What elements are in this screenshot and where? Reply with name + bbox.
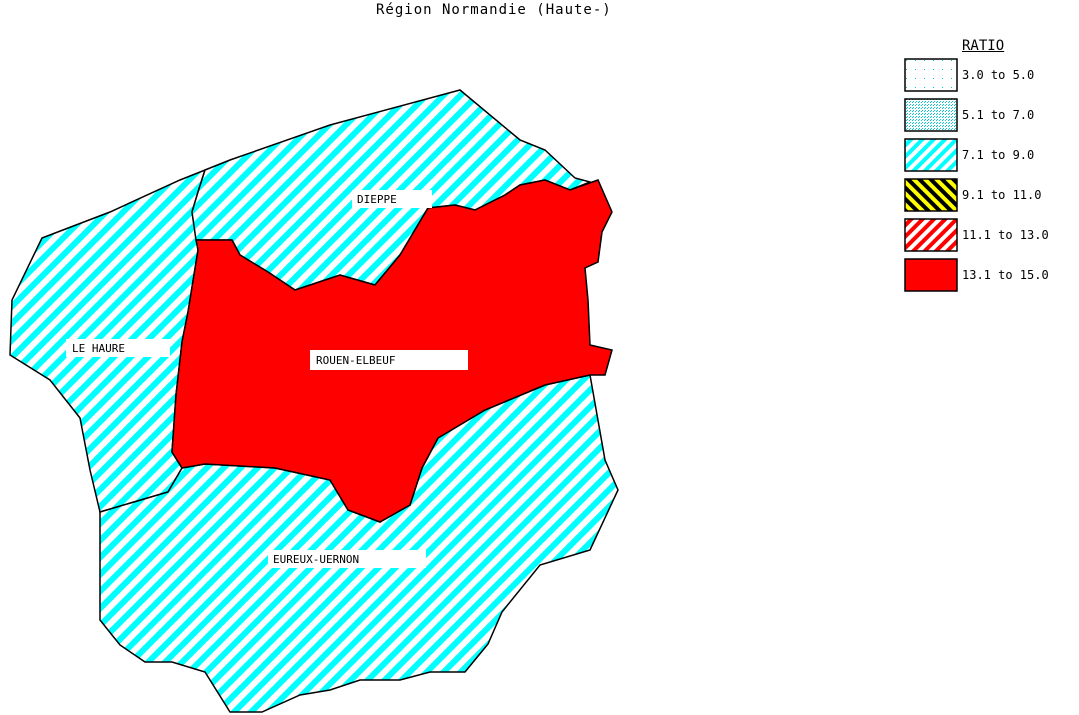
- region-label-bg: [352, 190, 432, 208]
- legend-label: 3.0 to 5.0: [962, 68, 1035, 82]
- legend-swatch: [904, 258, 958, 292]
- legend-label: 11.1 to 13.0: [962, 228, 1049, 242]
- region-label-le-havre: LE HAURE: [72, 342, 125, 355]
- legend-label: 9.1 to 11.0: [962, 188, 1042, 202]
- region-label-bg: [268, 550, 426, 568]
- legend-swatch: [904, 138, 958, 172]
- legend-label: 5.1 to 7.0: [962, 108, 1035, 122]
- region-label-bg: [66, 339, 170, 357]
- legend-item: 11.1 to 13.0: [900, 218, 1075, 252]
- region-label-evreux-vernon: EUREUX-UERNON: [273, 553, 359, 566]
- legend-item: 9.1 to 11.0: [900, 178, 1075, 212]
- region-label-rouen-elbeuf: ROUEN-ELBEUF: [316, 354, 395, 367]
- legend-label: 7.1 to 9.0: [962, 148, 1035, 162]
- legend-label: 13.1 to 15.0: [962, 268, 1049, 282]
- region-label-dieppe: DIEPPE: [357, 193, 397, 206]
- region-label-bg: [310, 350, 468, 370]
- legend-swatch: [904, 218, 958, 252]
- map-title: Région Normandie (Haute-): [376, 2, 612, 18]
- legend-item: 3.0 to 5.0: [900, 58, 1075, 92]
- legend-item: 5.1 to 7.0: [900, 98, 1075, 132]
- legend-title: RATIO: [962, 38, 1005, 54]
- choropleth-map: DIEPPE LE HAURE ROUEN-ELBEUF EUREUX-UERN…: [9, 89, 619, 713]
- legend-item: 7.1 to 9.0: [900, 138, 1075, 172]
- legend-swatch: [904, 98, 958, 132]
- legend-swatch: [904, 58, 958, 92]
- legend-item: 13.1 to 15.0: [900, 258, 1075, 292]
- legend-swatch: [904, 178, 958, 212]
